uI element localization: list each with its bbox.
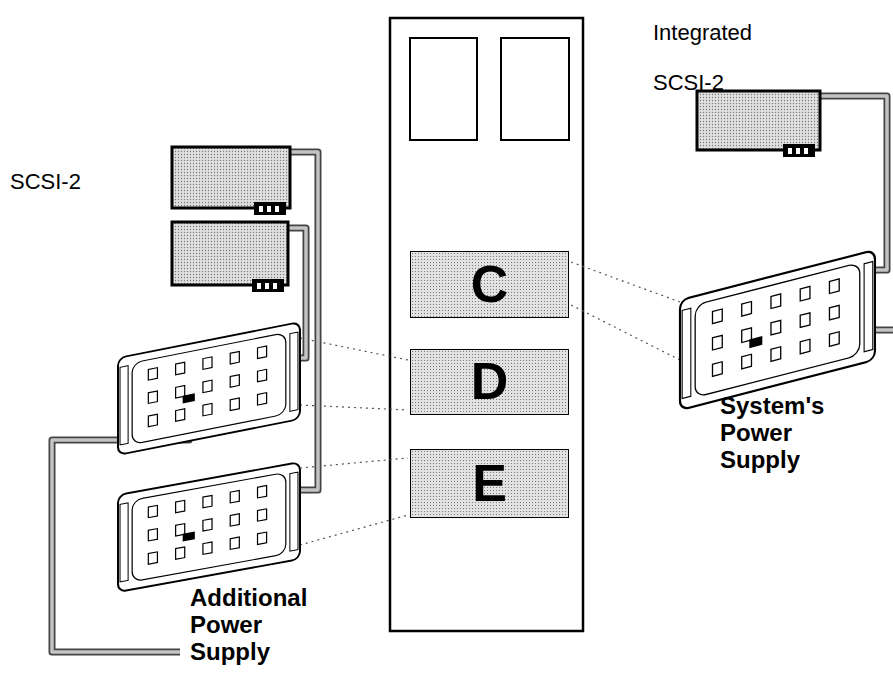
system-tower: [390, 18, 583, 631]
power-label: System's Power Supply: [720, 392, 845, 473]
backplane: [118, 462, 300, 592]
disk-drive: [697, 91, 820, 157]
drive-bay: C: [410, 251, 569, 318]
power-label: Additional Power Supply: [190, 584, 340, 665]
interface-label: SCSI-2: [10, 157, 120, 207]
drive-bay: D: [410, 349, 569, 415]
cables: [52, 96, 893, 652]
disk-drive: [172, 222, 288, 292]
disk-drive: [172, 147, 290, 215]
backplane: [680, 250, 875, 410]
bay-letter: D: [471, 353, 509, 410]
drive-bay: [410, 38, 477, 140]
interface-label: Integrated SCSI-2: [653, 8, 783, 108]
bay-letter: E: [472, 455, 507, 512]
bay-letter: C: [471, 256, 509, 313]
drive-bay: [501, 38, 569, 140]
backplane: [118, 322, 300, 455]
drive-bay: E: [410, 449, 569, 518]
